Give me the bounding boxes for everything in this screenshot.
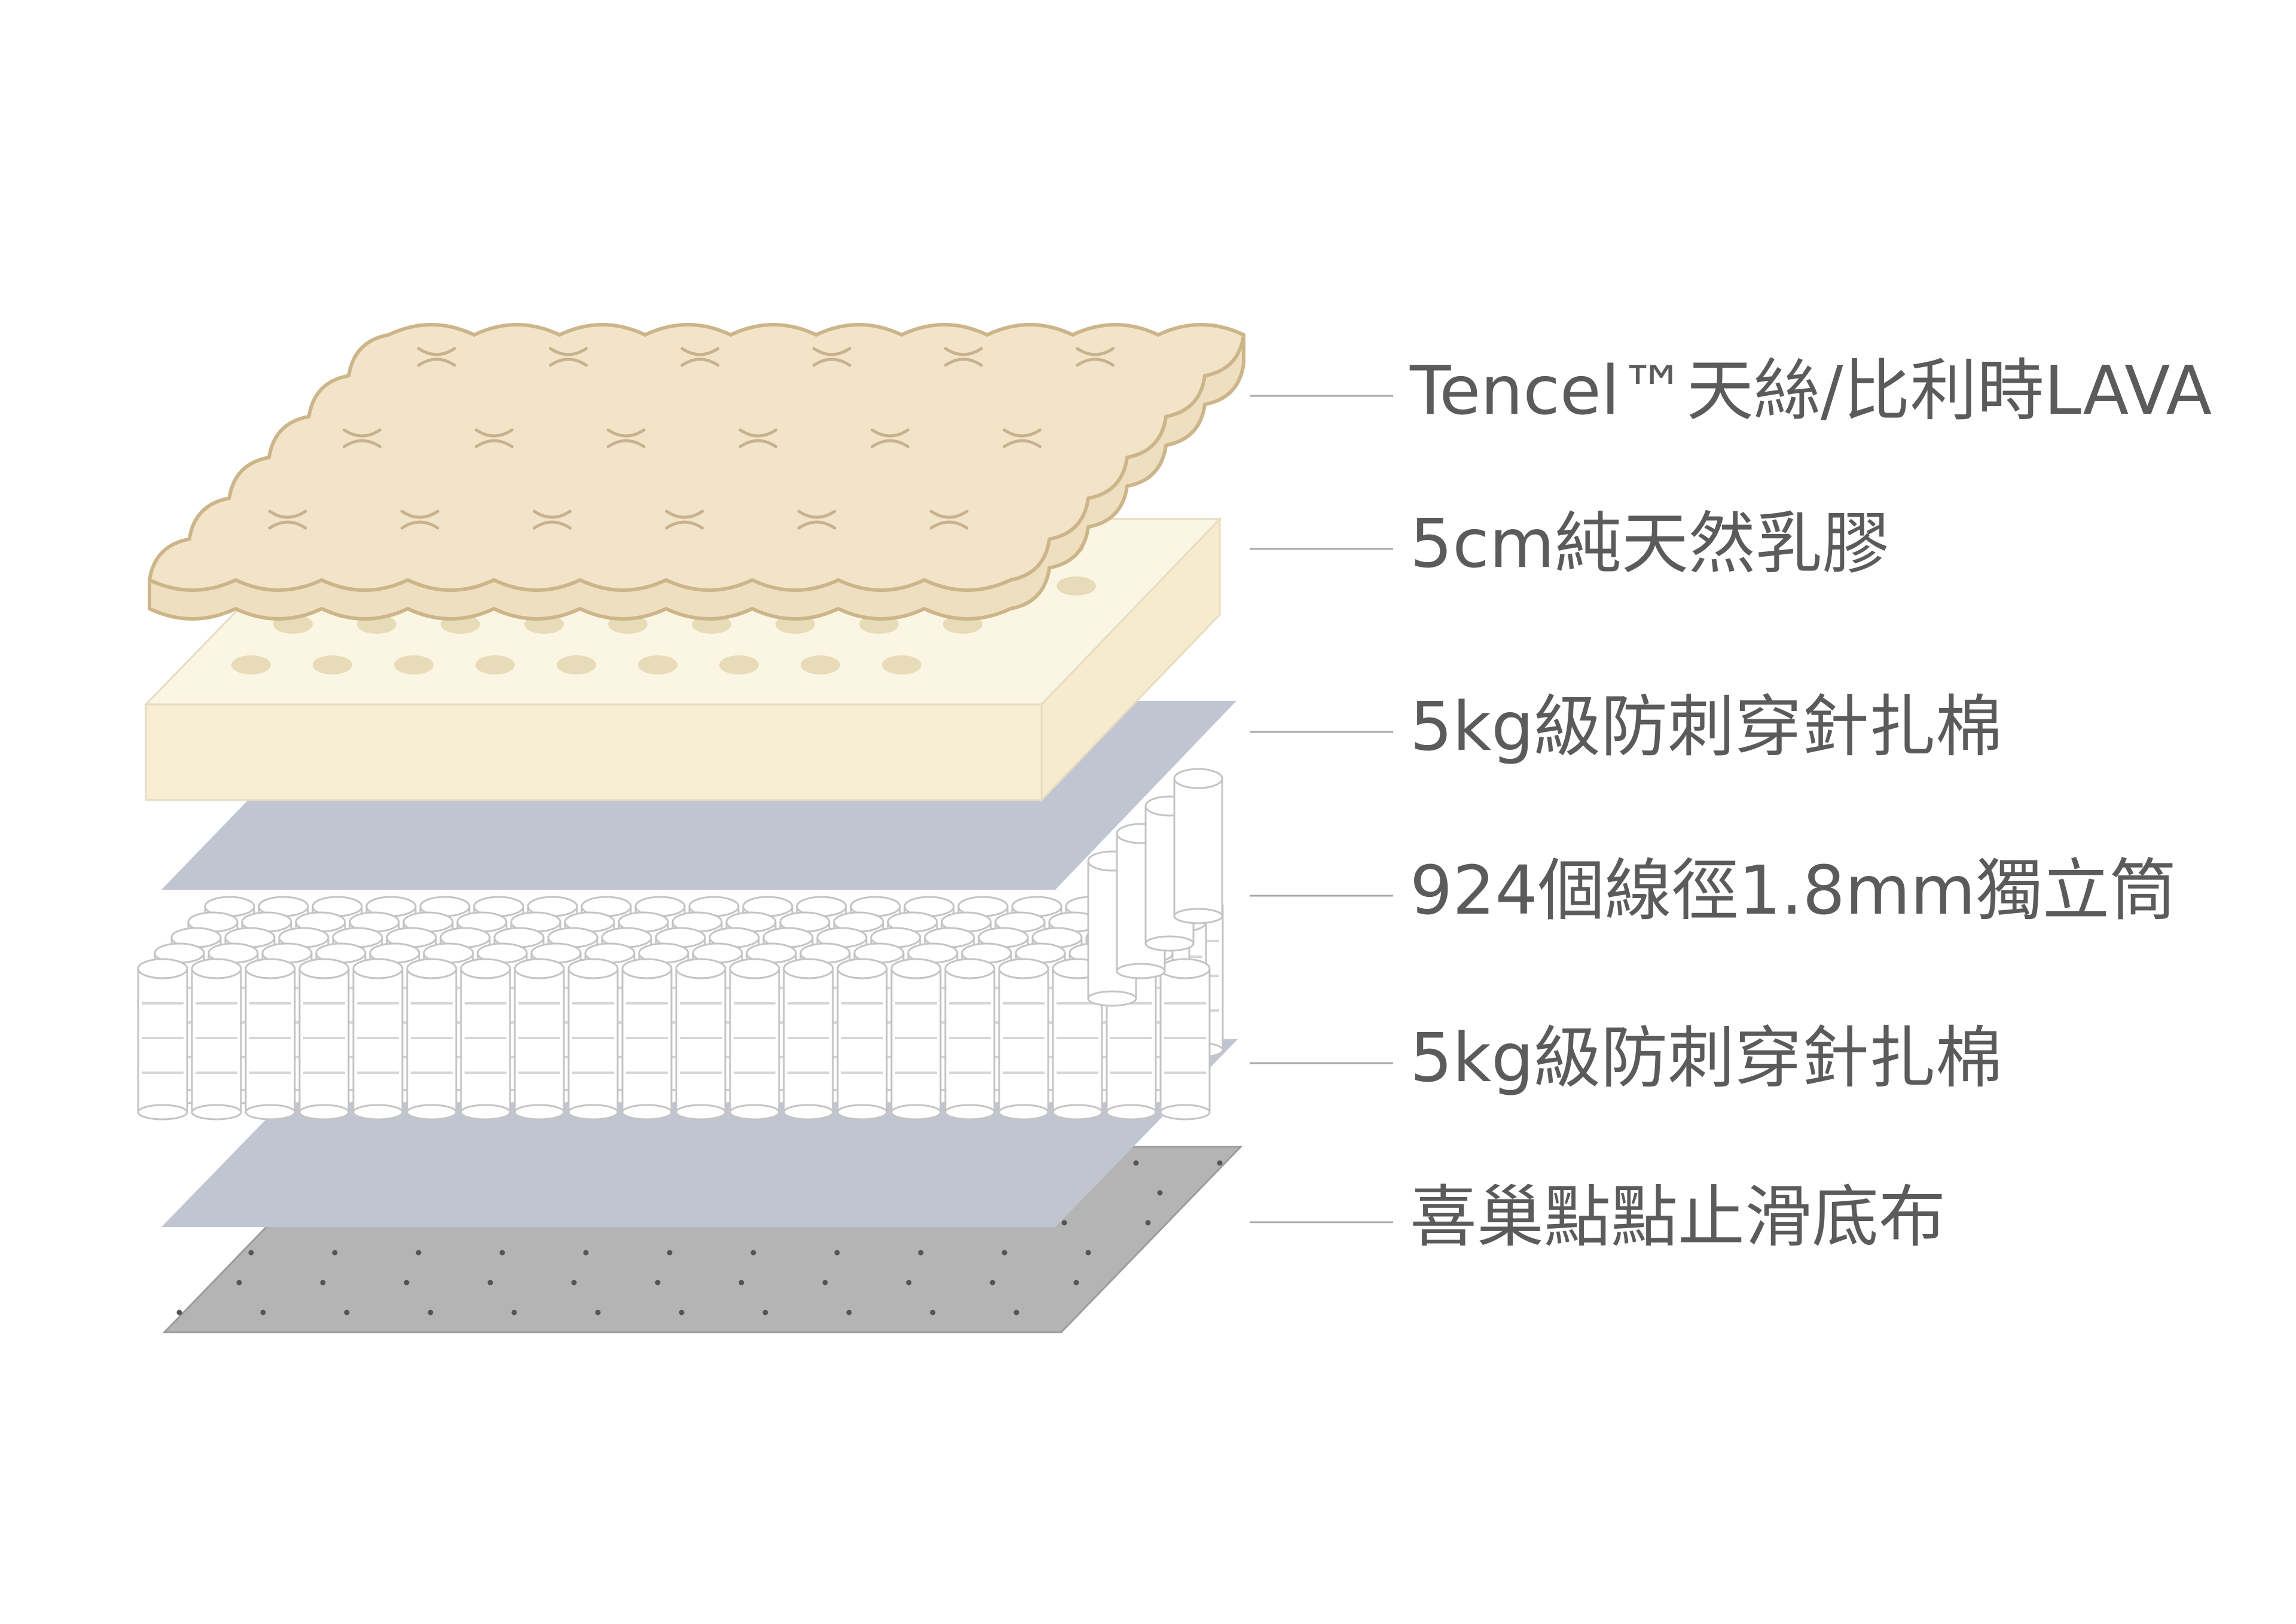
- pocket-spring: [406, 958, 457, 1121]
- pocket-spring: [729, 958, 780, 1121]
- base-dot: [1217, 1160, 1223, 1166]
- base-dot: [667, 1250, 673, 1256]
- tuft-stitch: [665, 509, 704, 530]
- pocket-spring: [1173, 768, 1223, 924]
- base-dot: [918, 1250, 924, 1256]
- base-dot: [332, 1250, 338, 1256]
- pocket-spring: [1159, 958, 1211, 1121]
- base-dot: [260, 1309, 266, 1315]
- base-dot: [1073, 1280, 1079, 1286]
- pocket-spring: [890, 958, 942, 1121]
- label-springs: 924個線徑1.8mm獨立筒: [1410, 852, 2176, 930]
- pocket-spring: [191, 958, 242, 1121]
- base-dot: [595, 1309, 601, 1315]
- base-dot: [344, 1309, 350, 1315]
- base-dot: [679, 1309, 685, 1315]
- latex-hole: [719, 655, 759, 674]
- label-latex: 5cm純天然乳膠: [1410, 505, 1889, 583]
- base-dot: [1013, 1309, 1019, 1315]
- pocket-spring: [245, 958, 296, 1121]
- tuft-stitch: [417, 347, 456, 367]
- tuft-stitch: [797, 509, 836, 530]
- pocket-spring: [998, 958, 1049, 1121]
- base-dot: [906, 1280, 912, 1286]
- base-dot: [320, 1280, 326, 1286]
- pocket-spring: [944, 958, 996, 1121]
- base-dot: [762, 1309, 768, 1315]
- latex-hole: [1057, 576, 1096, 596]
- base-dot: [1133, 1160, 1139, 1166]
- tuft-stitch: [268, 509, 307, 530]
- tuft-stitch: [812, 347, 851, 367]
- base-dot: [1157, 1190, 1163, 1196]
- pocket-spring: [137, 958, 188, 1121]
- base-dot: [1061, 1220, 1067, 1226]
- label-felt-bottom: 5kg級防刺穿針扎棉: [1410, 1019, 2002, 1097]
- latex-hole: [475, 655, 515, 674]
- pocket-spring: [298, 958, 350, 1121]
- layer-labels: Tencel™天絲/比利時LAVA 5cm純天然乳膠 5kg級防刺穿針扎棉 92…: [1250, 352, 2212, 1256]
- pocket-spring: [460, 958, 511, 1121]
- base-dot: [1002, 1250, 1007, 1256]
- base-dot: [511, 1309, 517, 1315]
- base-dot: [428, 1309, 433, 1315]
- latex-hole: [638, 655, 677, 674]
- quilted-pillow-top-icon: [148, 323, 1245, 621]
- base-dot: [930, 1309, 936, 1315]
- base-dot: [834, 1250, 840, 1256]
- tuft-stitch: [549, 347, 588, 367]
- base-dot: [1145, 1220, 1151, 1226]
- base-dot: [499, 1250, 505, 1256]
- base-dot: [571, 1280, 577, 1286]
- pocket-spring: [675, 958, 726, 1121]
- base-dot: [990, 1280, 996, 1286]
- tuft-stitch: [1076, 347, 1115, 367]
- latex-hole: [394, 655, 433, 674]
- tuft-stitch: [532, 509, 572, 530]
- tuft-stitch: [343, 428, 382, 448]
- pocket-spring-array-icon: [137, 768, 1224, 1121]
- base-dot: [404, 1280, 410, 1286]
- pocket-spring: [514, 958, 565, 1121]
- pocket-spring: [783, 958, 834, 1121]
- tuft-stitch: [606, 428, 646, 448]
- pocket-spring: [621, 958, 673, 1121]
- base-dot: [487, 1280, 493, 1286]
- base-dot: [750, 1250, 756, 1256]
- tuft-stitch: [871, 428, 910, 448]
- tuft-stitch: [929, 509, 969, 530]
- tuft-stitch: [680, 347, 720, 367]
- base-dot: [176, 1309, 182, 1315]
- label-felt-top: 5kg級防刺穿針扎棉: [1410, 688, 2002, 766]
- label-quilted-top: Tencel™天絲/比利時LAVA: [1409, 352, 2212, 430]
- base-dot: [248, 1250, 254, 1256]
- pocket-spring: [836, 958, 888, 1121]
- latex-hole: [231, 655, 271, 674]
- base-dot: [822, 1280, 828, 1286]
- latex-hole: [801, 655, 840, 674]
- base-dot: [738, 1280, 744, 1286]
- tuft-stitch: [400, 509, 439, 530]
- base-dot: [583, 1250, 589, 1256]
- base-dot: [846, 1309, 852, 1315]
- tuft-stitch: [474, 428, 514, 448]
- pocket-spring: [567, 958, 619, 1121]
- base-dot: [416, 1250, 422, 1256]
- tuft-stitch: [944, 347, 983, 367]
- tuft-stitch: [738, 428, 778, 448]
- latex-hole: [882, 655, 921, 674]
- pocket-spring: [352, 958, 404, 1121]
- tuft-stitch: [1002, 428, 1042, 448]
- latex-hole: [557, 655, 596, 674]
- label-base: 喜巢點點止滑底布: [1410, 1179, 1946, 1256]
- base-dot: [1085, 1250, 1091, 1256]
- base-dot: [655, 1280, 661, 1286]
- base-dot: [236, 1280, 242, 1286]
- latex-hole: [313, 655, 352, 674]
